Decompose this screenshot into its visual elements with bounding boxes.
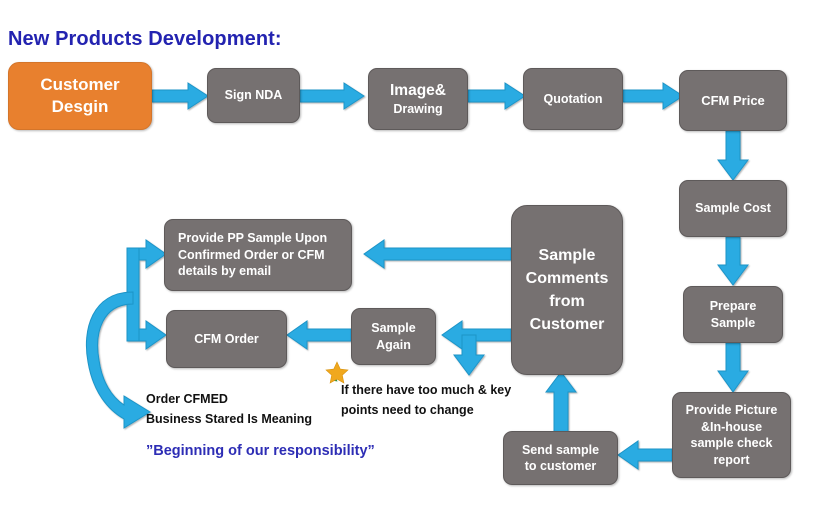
node-cfm-price[interactable]: CFM Price [679, 70, 787, 131]
node-cfm-order[interactable]: CFM Order [166, 310, 287, 368]
note-line: If there have too much & key [341, 383, 512, 397]
arrow-picture-to-sendsample [617, 440, 673, 470]
note-order-cfmed: Order CFMED Business Stared Is Meaning [146, 389, 312, 430]
arrow-nda-to-image [299, 82, 365, 110]
node-line: &In-house [700, 419, 763, 434]
node-line: Again [376, 337, 411, 352]
arrow-cfmprice-to-samplecost [717, 130, 749, 181]
arrow-sendsample-to-comments [545, 371, 577, 433]
node-provide-picture-report[interactable]: Provide Picture &In-house sample check r… [672, 392, 791, 478]
arrow-branch-down [453, 334, 485, 376]
node-prepare-sample[interactable]: Prepare Sample [683, 286, 783, 343]
node-line: Provide Picture [685, 403, 778, 417]
star-icon [325, 361, 349, 384]
node-send-sample-to-customer[interactable]: Send sample to customer [503, 431, 618, 485]
note-line: Business Stared Is Meaning [146, 412, 313, 427]
node-sample-again[interactable]: Sample Again [351, 308, 436, 365]
note-line: Order CFMED [146, 392, 228, 406]
node-customer-design[interactable]: Customer Desgin [8, 62, 152, 130]
node-line: Confirmed Order or CFM [178, 247, 325, 262]
arrow-quotation-to-cfm [622, 82, 684, 110]
node-line: Customer [529, 316, 605, 334]
node-line: Provide PP Sample Upon [178, 231, 328, 246]
node-line: Send sample [521, 442, 600, 457]
node-image-drawing[interactable]: Image& Drawing [368, 68, 468, 130]
node-line: Image& [390, 81, 446, 99]
node-line: Sample [710, 315, 756, 330]
node-line: sample check [690, 436, 773, 450]
node-quotation[interactable]: Quotation [523, 68, 623, 130]
node-provide-pp-sample[interactable]: Provide PP Sample Upon Confirmed Order o… [164, 219, 352, 291]
node-line: to customer [524, 459, 597, 473]
arrow-samplecost-to-prepare [717, 236, 749, 286]
note-responsibility: ”Beginning of our responsibility” [146, 440, 375, 463]
node-line: CFM Order [194, 331, 259, 346]
note-change-required: If there have too much & key points need… [341, 380, 511, 421]
node-line: Sample Cost [695, 201, 771, 216]
node-line: Drawing [393, 101, 443, 116]
note-line: points need to change [341, 403, 474, 418]
node-line: details by email [178, 264, 272, 279]
node-line: report [713, 452, 750, 467]
node-line: CFM Price [701, 92, 765, 108]
node-line: Sign NDA [224, 88, 283, 103]
node-line: Comments [525, 269, 609, 287]
arrow-design-to-nda [151, 82, 209, 110]
node-line: Sample [538, 246, 596, 264]
arrow-sampleagain-to-cfmorder [286, 320, 352, 350]
node-sample-comments-from-customer[interactable]: Sample Comments from Customer [511, 205, 623, 375]
page-title: New Products Development: [8, 28, 282, 50]
node-line: Sample [371, 321, 416, 335]
node-line: Customer [40, 74, 120, 94]
note-line: ”Beginning of our responsibility” [146, 443, 375, 459]
node-line: from [549, 293, 585, 310]
arrow-comments-to-providepp [363, 239, 512, 269]
node-sign-nda[interactable]: Sign NDA [207, 68, 300, 123]
node-line: Prepare [709, 299, 757, 313]
node-sample-cost[interactable]: Sample Cost [679, 180, 787, 237]
arrow-curved-loop [85, 291, 151, 429]
node-line: Quotation [543, 91, 603, 106]
node-line: Desgin [51, 97, 109, 116]
arrow-image-to-quotation [467, 82, 526, 110]
arrow-prepare-to-picture [717, 342, 749, 393]
